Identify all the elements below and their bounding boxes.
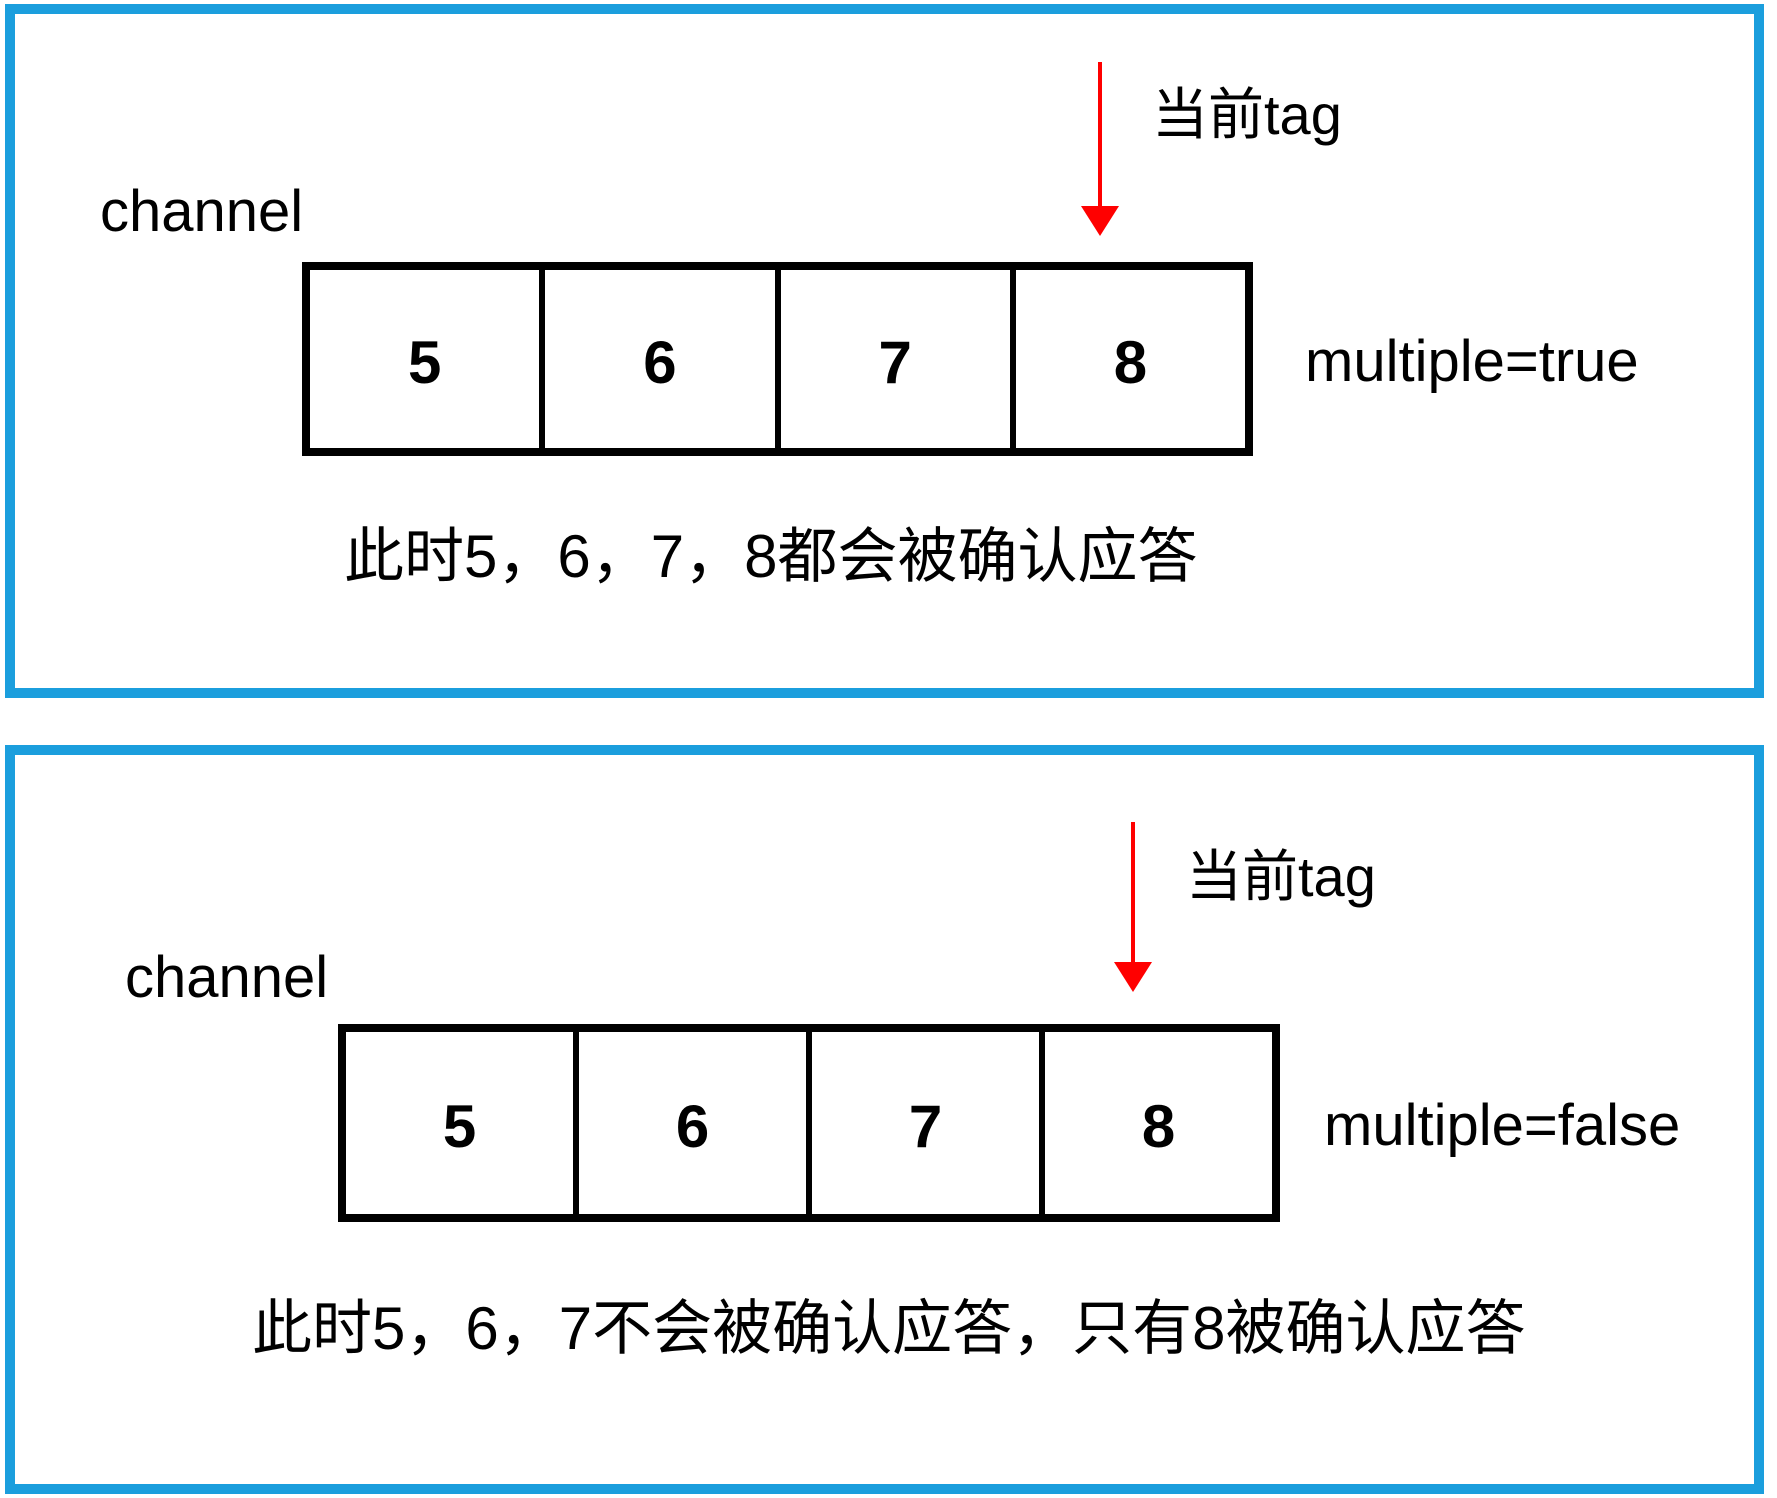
message-tag-value: 8: [1113, 328, 1148, 396]
message-tag-value: 5: [442, 1092, 477, 1160]
channel-label: channel: [125, 945, 329, 1010]
arrow-head-icon: [1114, 962, 1152, 992]
message-tag-value: 7: [908, 1092, 943, 1160]
message-box-8: 8: [1039, 1032, 1272, 1214]
message-box-7: 7: [774, 270, 1010, 448]
message-box-7: 7: [806, 1032, 1039, 1214]
message-tag-value: 5: [407, 328, 442, 396]
message-tag-value: 8: [1141, 1092, 1176, 1160]
ack-result-caption: 此时5，6，7，8都会被确认应答: [344, 523, 1198, 590]
current-tag-label: 当前tag: [1152, 83, 1342, 146]
multiple-flag-label: multiple=false: [1324, 1093, 1681, 1158]
current-tag-label: 当前tag: [1186, 845, 1376, 908]
multiple-flag-label: multiple=true: [1305, 329, 1639, 394]
message-box-5: 5: [346, 1032, 573, 1214]
arrow-shaft: [1098, 62, 1102, 208]
arrow-head-icon: [1081, 206, 1119, 236]
channel-label: channel: [100, 179, 304, 244]
arrow-shaft: [1131, 822, 1135, 964]
message-box-6: 6: [573, 1032, 806, 1214]
message-tag-value: 6: [675, 1092, 710, 1160]
message-box-5: 5: [310, 270, 539, 448]
message-tag-value: 6: [643, 328, 677, 396]
message-box-6: 6: [539, 270, 774, 448]
ack-result-caption: 此时5，6，7不会被确认应答，只有8被确认应答: [252, 1295, 1526, 1362]
message-tag-value: 7: [878, 328, 912, 396]
channel-message-row: 5 6 7 8: [302, 262, 1253, 456]
channel-message-row: 5 6 7 8: [338, 1024, 1280, 1222]
message-box-8: 8: [1009, 270, 1245, 448]
